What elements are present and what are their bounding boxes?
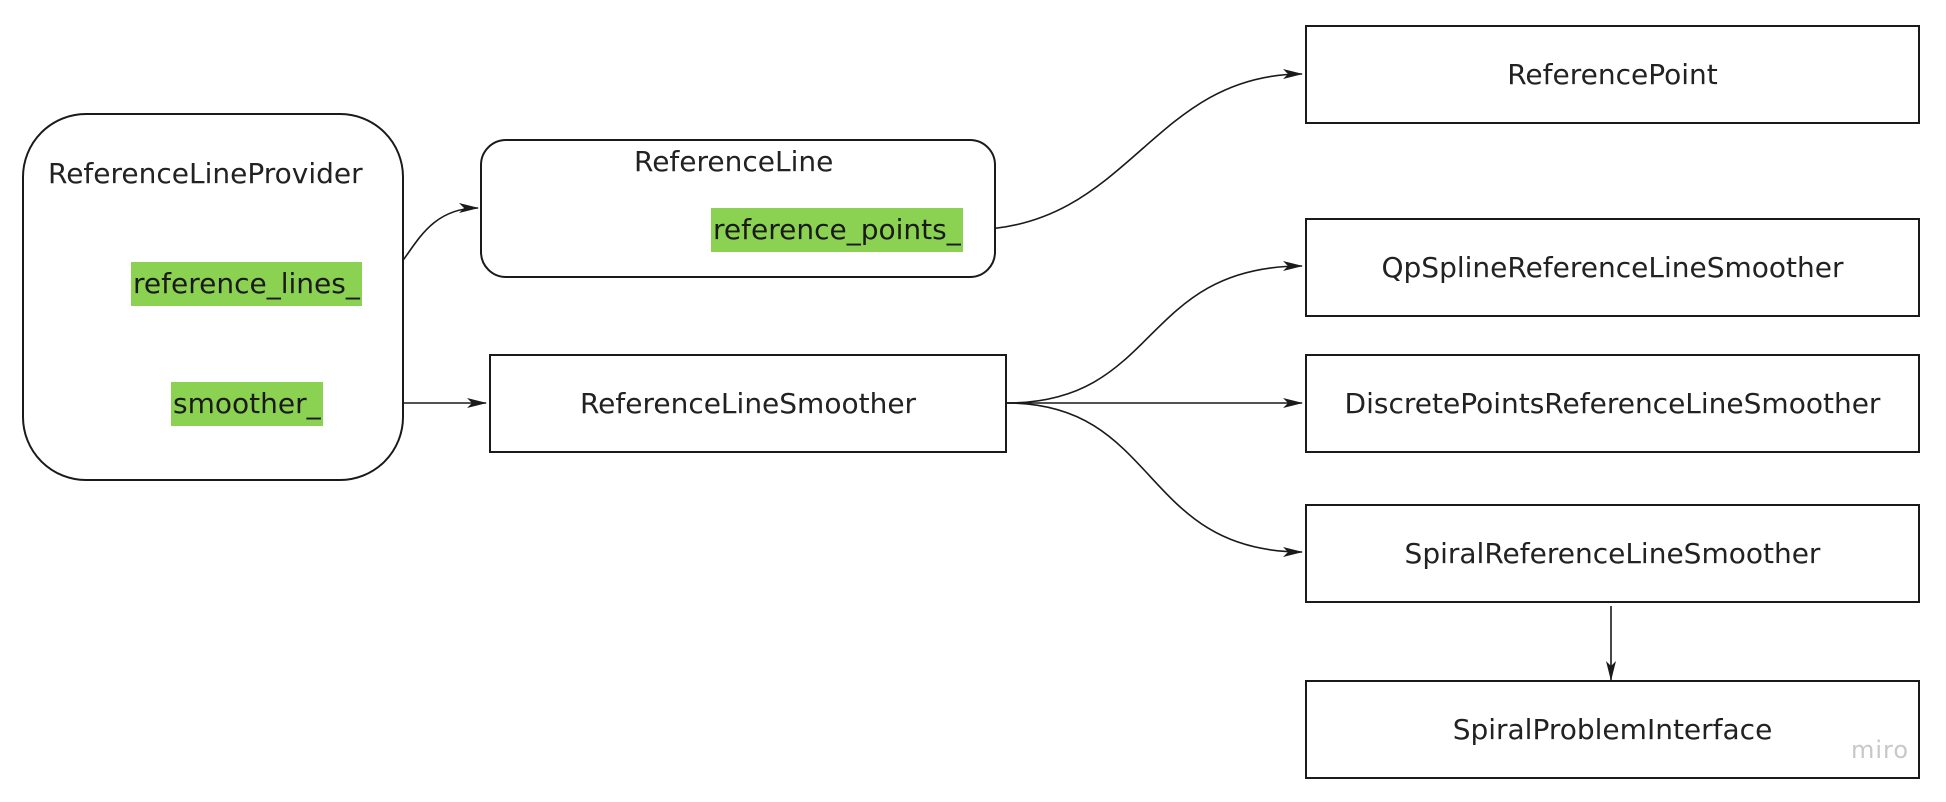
spiral-problem-interface-node[interactable]: SpiralProblemInterface bbox=[1305, 680, 1920, 779]
spiral-smoother-node[interactable]: SpiralReferenceLineSmoother bbox=[1305, 504, 1920, 603]
reference-point-label: ReferencePoint bbox=[1507, 58, 1718, 91]
qp-spline-smoother-node[interactable]: QpSplineReferenceLineSmoother bbox=[1305, 218, 1920, 317]
miro-watermark: miro bbox=[1851, 736, 1910, 764]
edge-reference-points-to-reference-point bbox=[967, 69, 1303, 231]
qp-spline-smoother-label: QpSplineReferenceLineSmoother bbox=[1381, 251, 1844, 284]
field-reference-points[interactable]: reference_points_ bbox=[711, 208, 963, 252]
discrete-points-smoother-node[interactable]: DiscretePointsReferenceLineSmoother bbox=[1305, 354, 1920, 453]
reference-point-node[interactable]: ReferencePoint bbox=[1305, 25, 1920, 124]
reference-line-smoother-node[interactable]: ReferenceLineSmoother bbox=[489, 354, 1007, 453]
edge-smoother-to-qp-spline bbox=[1006, 261, 1303, 404]
edge-smoother-to-spiral bbox=[1006, 402, 1303, 557]
reference-line-smoother-label: ReferenceLineSmoother bbox=[579, 387, 917, 420]
reference-line-provider-title: ReferenceLineProvider bbox=[48, 157, 363, 190]
spiral-smoother-label: SpiralReferenceLineSmoother bbox=[1404, 537, 1821, 570]
field-smoother[interactable]: smoother_ bbox=[171, 382, 323, 426]
spiral-problem-interface-label: SpiralProblemInterface bbox=[1452, 713, 1773, 746]
discrete-points-smoother-label: DiscretePointsReferenceLineSmoother bbox=[1344, 387, 1881, 420]
reference-line-title: ReferenceLine bbox=[634, 145, 834, 178]
field-reference-lines[interactable]: reference_lines_ bbox=[131, 262, 362, 306]
